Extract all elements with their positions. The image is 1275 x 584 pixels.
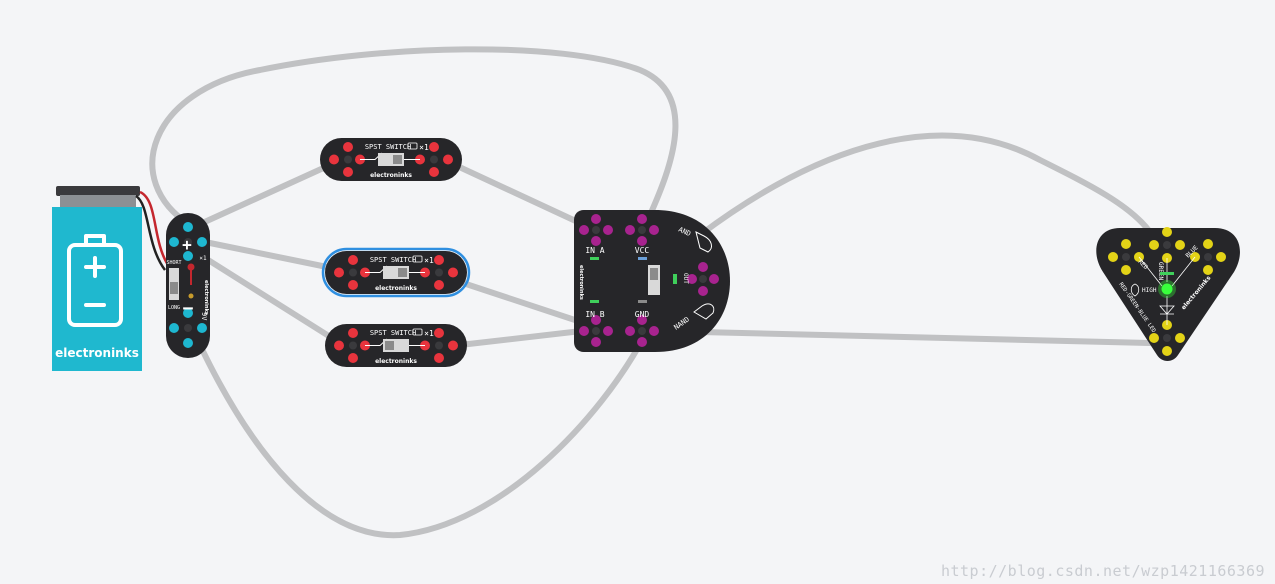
- gate-pads-in-b: [579, 315, 613, 347]
- wire-switch-1-to-gate[interactable]: [452, 162, 598, 233]
- logic-gate-board[interactable]: IN A VCC IN B GND AND NAND OUT electroni…: [574, 210, 730, 352]
- switch-selection-outline: [321, 247, 471, 298]
- led-traces: [1138, 256, 1196, 325]
- battery-9v[interactable]: electroninks: [52, 186, 170, 371]
- switch-battery-icon: [412, 328, 423, 336]
- led-pcb: [1096, 228, 1240, 361]
- gate-indicator-gnd: [638, 300, 647, 303]
- battery-switch-short-label: SHORT: [166, 260, 181, 266]
- led-pads-red: [1108, 239, 1144, 275]
- battery-terminal-cap: [56, 186, 140, 196]
- wire-battery-to-switch-3[interactable]: [202, 255, 335, 341]
- led-indicator: [1160, 272, 1174, 275]
- battery-cable-black: [135, 194, 166, 271]
- wire-battery-to-gate-vcc-loop[interactable]: [149, 46, 679, 228]
- wires: [149, 46, 1153, 539]
- bulb-icon: [1130, 283, 1140, 297]
- battery-connector-brand: electroninks: [203, 280, 209, 315]
- led-pads-blue: [1190, 239, 1226, 275]
- led-label-green: GREEN: [1157, 262, 1164, 280]
- led-bulb-lit: [1161, 283, 1173, 295]
- wire-gate-and-to-led[interactable]: [697, 132, 1153, 238]
- battery-pads-bottom: [169, 308, 207, 348]
- switch-battery-icon: [407, 142, 418, 150]
- battery-connector-gold-dot: [188, 293, 194, 299]
- switch-actuator-knob: [385, 341, 394, 350]
- watermark: http://blog.csdn.net/wzp1421166369: [940, 562, 1265, 580]
- gate-label-vcc: VCC: [635, 246, 650, 255]
- nand-gate-icon: [693, 303, 715, 320]
- switch-brand: electroninks: [375, 358, 417, 365]
- gate-label-gnd: GND: [635, 310, 650, 319]
- led-symbol-icon: [1159, 305, 1175, 315]
- battery-switch-long-label: LONG: [168, 305, 180, 311]
- gate-pads-gnd: [625, 315, 659, 347]
- gate-label-in-b: IN B: [585, 310, 604, 319]
- battery-minus-sign: −: [183, 298, 194, 319]
- battery-connector-red-dot: [187, 263, 195, 271]
- gate-pads-in-a: [579, 214, 613, 246]
- battery-terminal-base: [60, 195, 136, 207]
- spst-switch-2-selected[interactable]: SPST SWITCH ×1 electroninks: [321, 247, 471, 298]
- switch-count: ×1: [424, 329, 434, 338]
- and-gate-icon: [695, 231, 712, 253]
- battery-pads-top: [169, 222, 207, 261]
- switch-brand: electroninks: [375, 285, 417, 292]
- gate-label-out: OUT: [682, 273, 689, 284]
- gate-out-led: [673, 274, 677, 284]
- led-label-high: HIGH: [1142, 287, 1157, 294]
- switch-count: ×1: [419, 143, 429, 152]
- battery-cable-red: [139, 190, 170, 266]
- wire-switch-3-to-gate[interactable]: [457, 327, 593, 348]
- gate-label-in-a: IN A: [585, 246, 604, 255]
- switch-title: SPST SWITCH: [370, 329, 416, 337]
- switch-actuator-knob: [393, 155, 402, 164]
- battery-voltage-label: 9V: [200, 312, 208, 321]
- battery-connector-board[interactable]: + − SHORT LONG ×1 9V electroninks: [166, 213, 210, 358]
- gate-pads-vcc: [625, 214, 659, 246]
- switch-battery-icon: [412, 255, 423, 263]
- gate-pads-out: [687, 262, 719, 296]
- gate-indicator-in-b: [590, 300, 599, 303]
- wire-switch-2-to-gate[interactable]: [457, 279, 593, 328]
- spst-switch-1[interactable]: SPST SWITCH ×1 electroninks: [320, 138, 462, 181]
- battery-pin-label: ×1: [199, 255, 207, 262]
- gate-indicator-in-a: [590, 257, 599, 260]
- switch-count: ×1: [424, 256, 434, 265]
- battery-slide-knob: [170, 282, 178, 294]
- led-pads-gnd: [1149, 320, 1185, 356]
- spst-switch-3[interactable]: SPST SWITCH ×1 electroninks: [325, 324, 467, 367]
- battery-brand: electroninks: [55, 346, 139, 360]
- battery-icon: [67, 234, 123, 327]
- switch-brand: electroninks: [370, 172, 412, 179]
- gate-mode-switch-knob: [650, 268, 658, 280]
- wire-battery-to-switch-1[interactable]: [195, 162, 333, 228]
- wire-battery-to-gate-gnd-loop[interactable]: [197, 332, 648, 539]
- wire-battery-to-switch-2[interactable]: [202, 239, 335, 271]
- switch-actuator-knob: [398, 268, 407, 277]
- switch-pads-left: [329, 142, 365, 177]
- battery-connector-pcb: [166, 213, 210, 358]
- switch-title: SPST SWITCH: [370, 256, 416, 264]
- switch-title: SPST SWITCH: [365, 143, 411, 151]
- gate-indicator-vcc: [638, 257, 647, 260]
- gate-brand: electroninks: [578, 265, 584, 300]
- battery-plus-sign: +: [182, 235, 192, 254]
- wire-gate-nand-to-led[interactable]: [697, 329, 1153, 346]
